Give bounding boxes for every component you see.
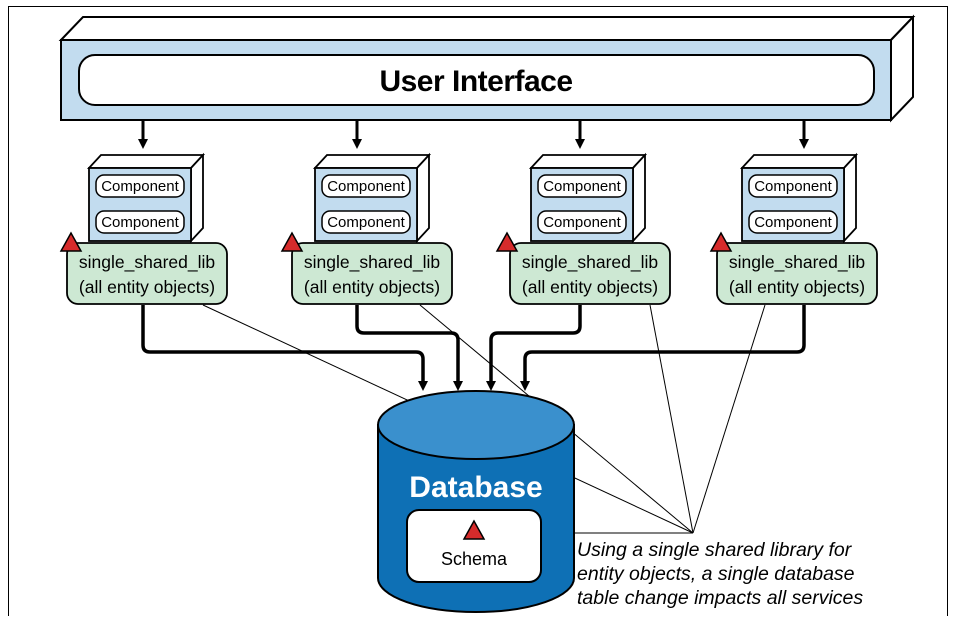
annotation-line-2: entity objects, a single database xyxy=(577,563,855,585)
service-4-component-2 xyxy=(748,210,838,234)
service-3-warning-triangle-icon xyxy=(495,231,519,252)
connector-service-2-to-database xyxy=(355,305,463,391)
pointer-line-service-4 xyxy=(692,304,766,534)
ui-bar-inner-panel xyxy=(78,54,875,106)
service-4-lib-line2: (all entity objects) xyxy=(729,277,865,297)
service-1-component-2-label: Component xyxy=(101,214,179,231)
service-to-database-connectors xyxy=(141,305,806,391)
service-1-component-1 xyxy=(95,174,185,198)
connector-service-1-to-database xyxy=(141,305,428,391)
service-1-lib-line2: (all entity objects) xyxy=(79,277,215,297)
service-unit-2: Component Component single_shared_lib (a… xyxy=(280,152,453,305)
database-label: Database xyxy=(409,471,542,504)
service-2-component-1 xyxy=(321,174,411,198)
pointer-line-service-3 xyxy=(649,304,694,534)
service-4-component-2-label: Component xyxy=(754,214,832,231)
service-2-lib-line2: (all entity objects) xyxy=(304,277,440,297)
service-unit-4: Component Component single_shared_lib (a… xyxy=(709,152,878,305)
service-4-shared-lib xyxy=(716,242,878,305)
schema-label: Schema xyxy=(441,549,508,569)
service-3-component-1-label: Component xyxy=(543,178,621,195)
figure-frame xyxy=(8,6,948,616)
service-1-shared-lib xyxy=(66,242,228,305)
service-3-component-2 xyxy=(537,210,627,234)
database-cylinder: Database Schema xyxy=(377,390,575,613)
service-unit-1: Component Component single_shared_lib (a… xyxy=(59,152,228,305)
service-1-lib-line1: single_shared_lib xyxy=(79,252,215,273)
service-1-warning-triangle-icon xyxy=(59,231,83,252)
service-3-component-1 xyxy=(537,174,627,198)
service-4-warning-triangle-icon xyxy=(709,231,733,252)
service-3-shared-lib xyxy=(509,242,671,305)
service-4-component-1 xyxy=(748,174,838,198)
service-3-component-2-label: Component xyxy=(543,214,621,231)
service-2-lib-line1: single_shared_lib xyxy=(304,252,440,273)
annotation-line-3: table change impacts all services xyxy=(577,587,863,609)
ui-bar-label: User Interface xyxy=(379,65,572,98)
annotation-line-1: Using a single shared library for xyxy=(577,539,853,561)
service-3-lib-line1: single_shared_lib xyxy=(522,252,658,273)
schema-warning-triangle-icon xyxy=(462,519,486,540)
ui-to-service-arrows xyxy=(138,121,809,149)
service-2-component-1-label: Component xyxy=(327,178,405,195)
annotation: Using a single shared library for entity… xyxy=(577,539,863,609)
schema-box xyxy=(406,509,542,583)
service-2-component-2 xyxy=(321,210,411,234)
connector-service-4-to-database xyxy=(520,305,806,391)
service-unit-3: Component Component single_shared_lib (a… xyxy=(495,152,671,305)
database-top xyxy=(377,390,575,460)
service-1-component-1-label: Component xyxy=(101,178,179,195)
connector-service-3-to-database xyxy=(486,305,582,391)
service-4-component-1-label: Component xyxy=(754,178,832,195)
user-interface-bar: User Interface xyxy=(58,14,916,123)
service-4-lib-line1: single_shared_lib xyxy=(729,252,865,273)
service-3-lib-line2: (all entity objects) xyxy=(522,277,658,297)
service-2-component-2-label: Component xyxy=(327,214,405,231)
service-1-component-2 xyxy=(95,210,185,234)
service-2-shared-lib xyxy=(291,242,453,305)
service-2-warning-triangle-icon xyxy=(280,231,304,252)
